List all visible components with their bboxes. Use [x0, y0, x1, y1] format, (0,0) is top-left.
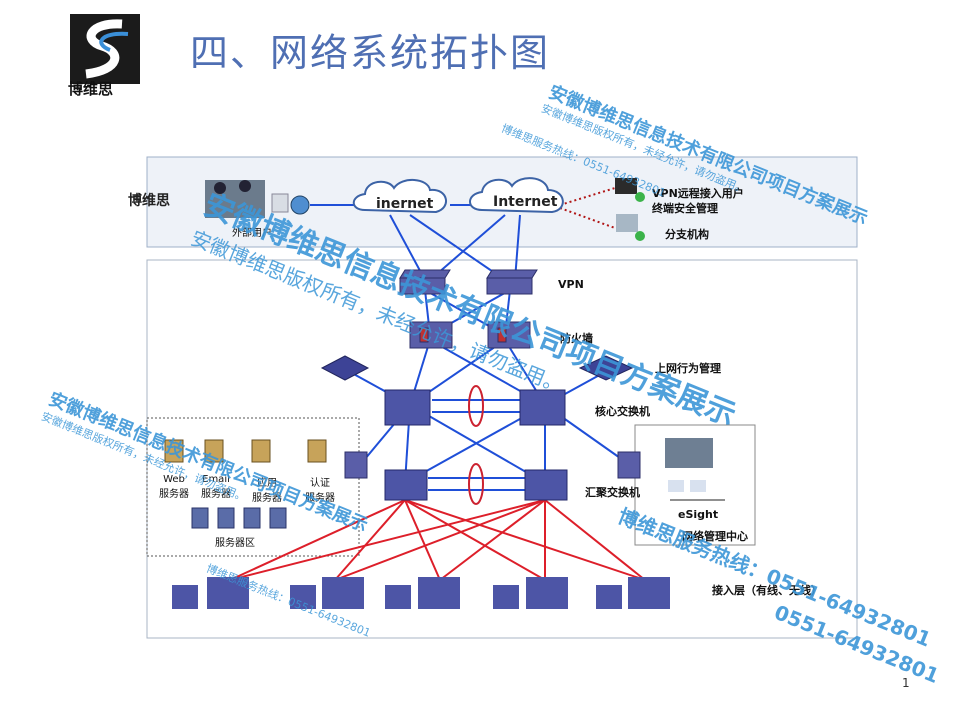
label-branch: 分支机构: [665, 228, 709, 241]
label-vpn: VPN: [558, 278, 584, 291]
cloud-label-2: Internet: [493, 194, 558, 210]
core-switches: [384, 389, 566, 426]
server-rack-icons: [191, 507, 287, 529]
label-behavior-mgmt: 上网行为管理: [655, 362, 721, 375]
stack-rings: [468, 385, 484, 505]
aggregation-switches: [384, 469, 568, 501]
server-label-auth: 认证服务器: [305, 478, 335, 504]
label-nms-center: 网络管理中心: [682, 530, 748, 543]
server-icons: [164, 439, 327, 463]
cloud-label-1: inernet: [376, 196, 434, 212]
esight-icons: [665, 438, 725, 501]
page-title: 四、网络系统拓扑图: [190, 31, 551, 75]
access-devices: [172, 577, 670, 609]
vpn-user-icons: [615, 178, 645, 241]
label-server-zone: 服务器区: [215, 538, 255, 549]
server-label-app: 应用服务器: [252, 478, 282, 504]
firewall-devices: [409, 321, 531, 349]
label-external-users: 外部用户: [232, 228, 272, 239]
label-esight: eSight: [678, 508, 719, 521]
side-devices: [344, 451, 641, 479]
label-terminal-security: 终端安全管理: [652, 202, 718, 215]
logo-text: 博维思: [68, 80, 114, 98]
internet-clouds: [352, 177, 564, 214]
nms-zone-box: [634, 424, 756, 546]
company-logo: [70, 14, 140, 104]
server-zone-box: [146, 417, 360, 557]
label-core-switch: 核心交换机: [595, 405, 650, 418]
page-number: 1: [902, 676, 910, 690]
label-firewall: 防火墙: [560, 332, 593, 345]
access-links: [229, 499, 646, 581]
label-vpn-remote: VPN远程接入用户: [652, 187, 744, 200]
label-access-layer: 接入层（有线、无线）: [712, 584, 822, 597]
vpn-devices: [399, 269, 538, 295]
watermark-brand-1: 博维思: [128, 193, 170, 209]
behavior-mgmt-devices: [320, 355, 634, 381]
external-user-icons: [205, 180, 310, 218]
label-agg-switch: 汇聚交换机: [585, 486, 640, 499]
